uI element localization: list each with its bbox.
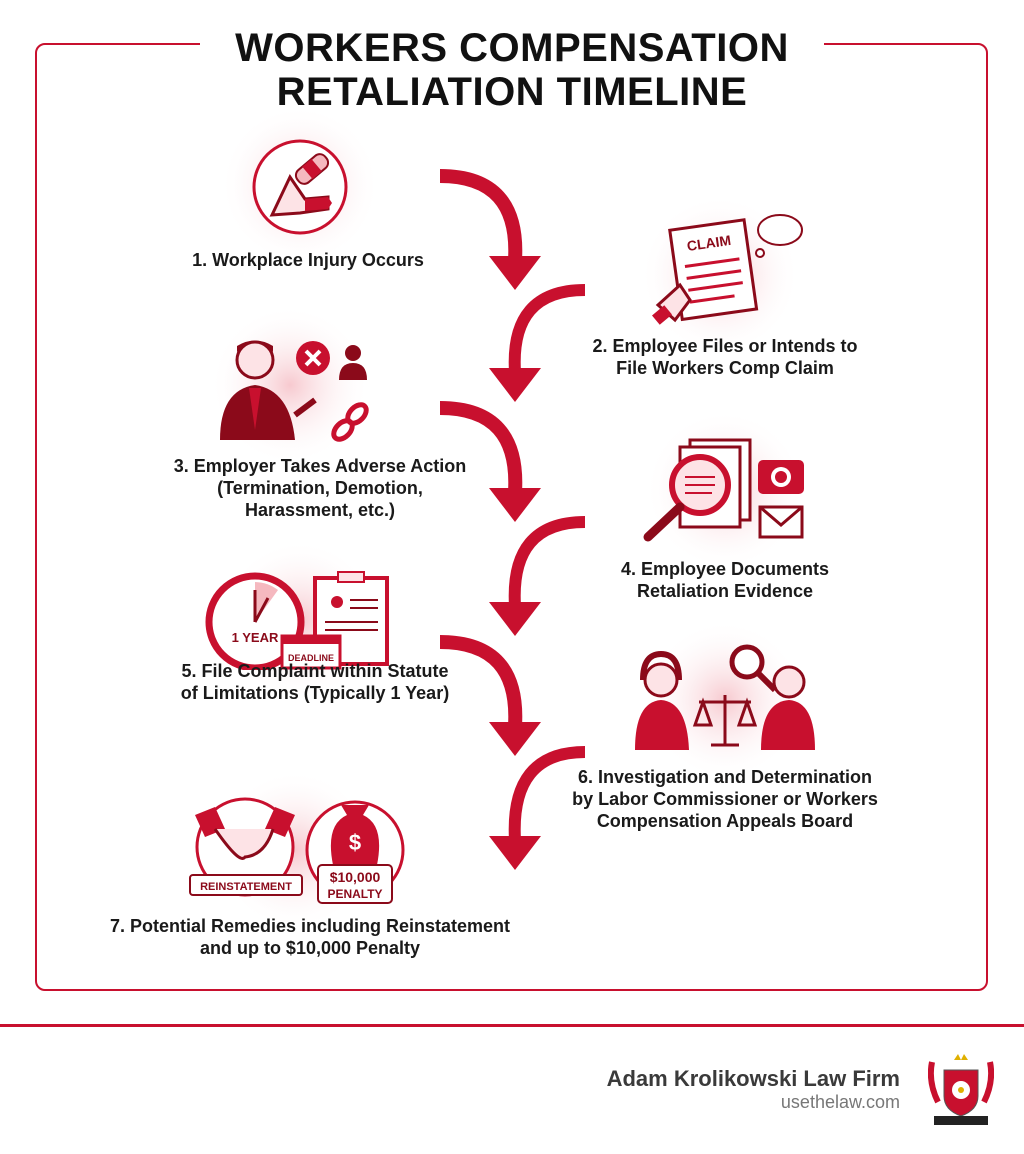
arrowhead-3 <box>489 488 541 522</box>
step-7-label: 7. Potential Remedies including Reinstat… <box>109 916 511 958</box>
arrowhead-6 <box>489 836 541 870</box>
remedies-icon: REINSTATEMENT $ $10,000 PENALTY <box>189 797 405 904</box>
flow-arrow-6 <box>508 746 586 841</box>
arrowhead-4 <box>489 602 541 636</box>
penalty-amount-label: $10,000 <box>330 869 381 885</box>
evidence-magnifier-icon <box>643 438 804 542</box>
step-3-label: 3. Employer Takes Adverse Action(Termina… <box>173 456 467 520</box>
arrowhead-1 <box>489 256 541 290</box>
flow-arrow-2 <box>508 284 586 373</box>
reinstatement-label: REINSTATEMENT <box>200 881 292 893</box>
page-title: WORKERS COMPENSATION RETALIATION TIMELIN… <box>200 26 824 114</box>
step-1-label: 1. Workplace Injury Occurs <box>192 250 424 270</box>
injured-arm-icon <box>252 139 348 235</box>
claim-form-icon: CLAIM <box>652 214 803 325</box>
svg-text:$: $ <box>349 830 361 855</box>
one-year-label: 1 YEAR <box>232 630 279 645</box>
flow-arrow-3 <box>439 401 523 493</box>
labor-board-scales-icon <box>635 644 815 750</box>
flow-arrow-5 <box>439 635 523 727</box>
footer-divider <box>0 1024 1024 1027</box>
penalty-label: PENALTY <box>327 887 382 901</box>
flow-arrow-1 <box>439 169 523 261</box>
flow-arrow-4 <box>508 516 586 607</box>
arrowhead-5 <box>489 722 541 756</box>
angry-employer-icon <box>220 340 369 442</box>
title-line-2: RETALIATION TIMELINE <box>276 70 748 114</box>
firm-crest-logo <box>928 1054 994 1125</box>
firm-name: Adam Krolikowski Law Firm <box>606 1066 900 1091</box>
arrowhead-2 <box>489 368 541 402</box>
title-line-1: WORKERS COMPENSATION <box>235 26 789 70</box>
claim-label: CLAIM <box>686 232 732 254</box>
deadline-label: DEADLINE <box>288 653 334 663</box>
deadline-clock-icon: 1 YEAR DEADLINE <box>205 571 389 670</box>
firm-url[interactable]: usethelaw.com <box>780 1092 900 1112</box>
